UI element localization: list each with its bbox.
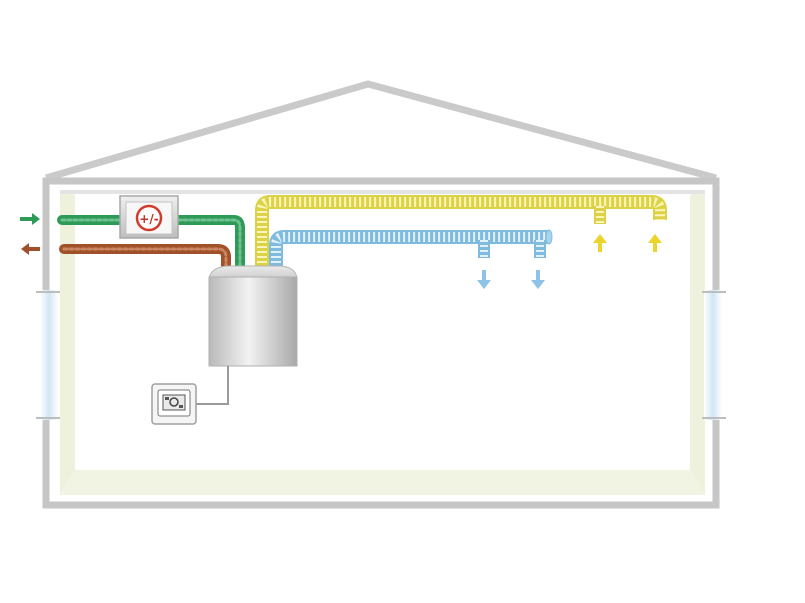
supply-air-duct (255, 195, 667, 268)
fresh-air-duct (57, 215, 245, 271)
floor (60, 470, 705, 495)
window-right (702, 290, 726, 420)
supply-air-arrow-icon (593, 234, 607, 252)
heater-symbol: +/- (139, 212, 158, 226)
controller-icon (162, 394, 186, 411)
heater-box: +/- (119, 195, 179, 239)
window-left (36, 290, 60, 420)
ventilation-unit (208, 265, 298, 367)
extract-air-arrow-icon (531, 270, 545, 289)
extract-air-duct (269, 229, 553, 268)
extract-air-arrow-icon (477, 270, 491, 289)
right-wall-shade (690, 190, 705, 495)
controller-cable (196, 366, 229, 405)
fresh-air-in-arrow-icon (20, 213, 40, 225)
heater-icon (135, 204, 163, 232)
left-wall-shade (60, 190, 75, 495)
roof (45, 80, 717, 182)
supply-air-arrow-icon (648, 234, 662, 252)
exhaust-air-out-arrow-icon (21, 243, 40, 255)
exhaust-air-duct (59, 244, 231, 273)
controller-panel (151, 383, 197, 425)
